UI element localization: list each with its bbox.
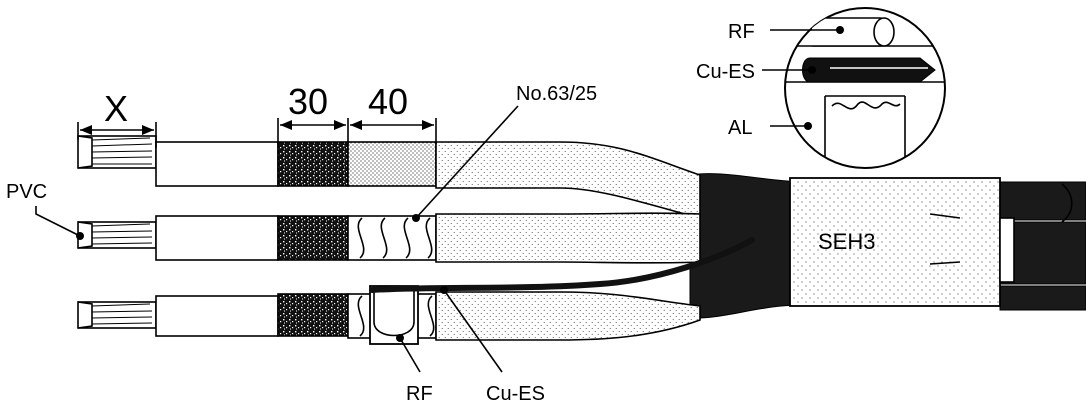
core-1: [77, 135, 701, 220]
rf-leader: [399, 337, 421, 373]
detail-cu-es-label: Cu-ES: [696, 61, 755, 83]
seh3-label: SEH3: [818, 229, 875, 254]
seh3-sleeve: [789, 177, 1015, 307]
pvc-leader: [35, 206, 81, 237]
no-63-25-leader: [415, 105, 519, 219]
cu-es-leader: [443, 289, 503, 373]
cu-es-bottom-label: Cu-ES: [486, 383, 545, 405]
core-3: [77, 285, 701, 345]
detail-al-label: AL: [728, 117, 752, 139]
core-2: [77, 212, 701, 264]
detail-view: [784, 7, 946, 169]
pvc-label: PVC: [6, 181, 47, 203]
dimension-x: [77, 122, 157, 148]
rf-bottom-label: RF: [406, 383, 433, 405]
no-63-25-label: No.63/25: [516, 83, 597, 105]
dimension-30-40: [277, 118, 437, 144]
dim-30-label: 30: [288, 81, 328, 122]
x-dimension-label: X: [104, 88, 128, 129]
dim-40-label: 40: [368, 81, 408, 122]
detail-rf-label: RF: [728, 21, 755, 43]
cu-es-lead: [369, 237, 755, 293]
